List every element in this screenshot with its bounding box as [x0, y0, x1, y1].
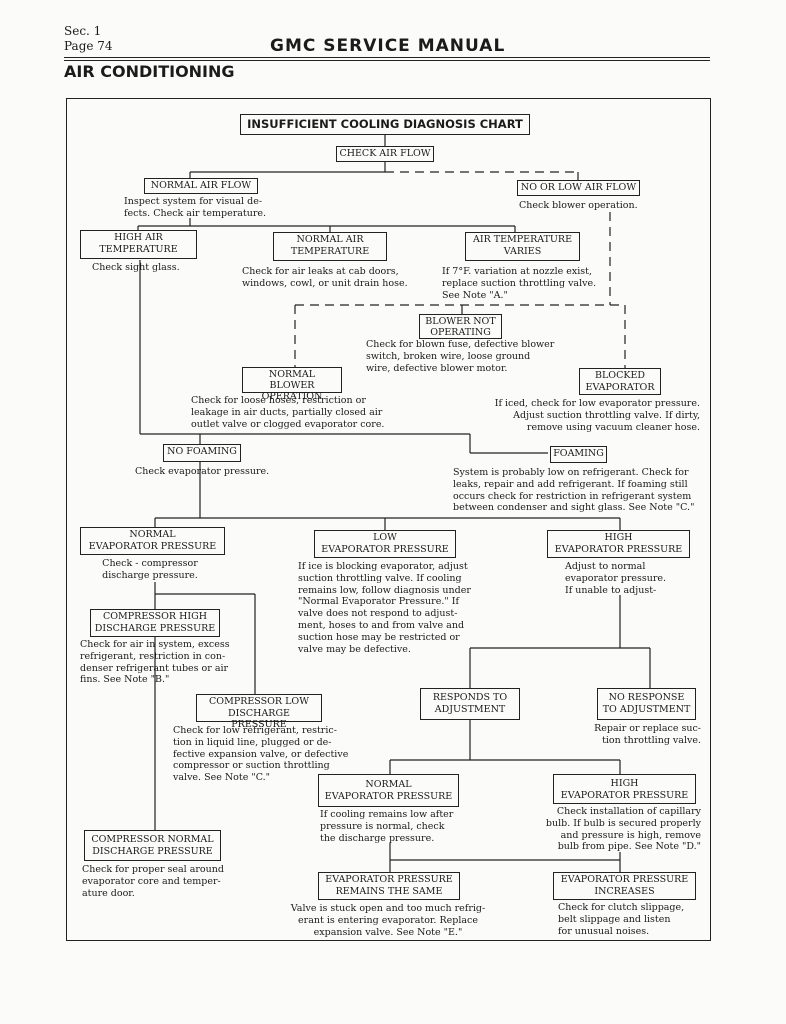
air-temp-varies-box: AIR TEMPERATURE VARIES	[465, 232, 580, 261]
no-response-box: NO RESPONSE TO ADJUSTMENT	[597, 688, 696, 720]
low-evap-note: If ice is blocking evaporator, adjust su…	[298, 561, 471, 655]
high-air-temp-note: Check sight glass.	[92, 262, 180, 273]
comp-high-box: COMPRESSOR HIGH DISCHARGE PRESSURE	[90, 609, 220, 637]
section-title: AIR CONDITIONING	[64, 62, 235, 81]
normal-evap-box: NORMAL EVAPORATOR PRESSURE	[80, 527, 225, 555]
header-rule-bottom	[64, 60, 710, 61]
normal-air-flow-box: NORMAL AIR FLOW	[144, 178, 258, 194]
blower-not-operating-note: Check for blown fuse, defective blower s…	[366, 339, 555, 374]
normal-evap-note: Check - compressor discharge pressure.	[102, 558, 198, 581]
air-temp-varies-note: If 7°F. variation at nozzle exist, repla…	[442, 266, 597, 301]
blocked-evaporator-note: If iced, check for low evaporator pressu…	[494, 398, 700, 433]
manual-title: GMC SERVICE MANUAL	[270, 36, 506, 56]
normal-evap2-note: If cooling remains low after pressure is…	[320, 809, 454, 844]
evap-increases-box: EVAPORATOR PRESSURE INCREASES	[553, 872, 696, 900]
responds-box: RESPONDS TO ADJUSTMENT	[420, 688, 520, 720]
normal-blower-box: NORMAL BLOWER OPERATION	[242, 367, 342, 402]
evap-increases-note: Check for clutch slippage, belt slippage…	[558, 902, 685, 937]
page-number: Page 74	[64, 39, 113, 53]
no-response-note: Repair or replace suc- tion throttling v…	[594, 723, 701, 746]
foaming-note: System is probably low on refrigerant. C…	[453, 467, 695, 514]
comp-normal-box: COMPRESSOR NORMAL DISCHARGE PRESSURE	[84, 830, 221, 861]
normal-air-temp-note: Check for air leaks at cab doors, window…	[242, 266, 408, 289]
chart-frame	[66, 98, 711, 941]
no-low-air-flow-note: Check blower operation.	[519, 200, 638, 211]
header-rule-top	[64, 57, 710, 58]
high-air-temp-box: HIGH AIR TEMPERATURE	[80, 230, 197, 259]
no-low-air-flow-box: NO OR LOW AIR FLOW	[517, 180, 640, 196]
check-air-flow-box: CHECK AIR FLOW	[336, 146, 434, 162]
foaming-box: FOAMING	[550, 446, 607, 463]
section-page-ref: Sec. 1 Page 74	[64, 24, 113, 54]
normal-air-flow-note: Inspect system for visual de- fects. Che…	[124, 196, 267, 219]
normal-evap2-box: NORMAL EVAPORATOR PRESSURE	[318, 774, 459, 807]
no-foaming-box: NO FOAMING	[163, 444, 241, 462]
high-evap2-box: HIGH EVAPORATOR PRESSURE	[553, 774, 696, 804]
chart-title: INSUFFICIENT COOLING DIAGNOSIS CHART	[240, 114, 530, 135]
no-foaming-note: Check evaporator pressure.	[135, 466, 270, 477]
section-number: Sec. 1	[64, 24, 102, 38]
comp-high-note: Check for air in system, excess refriger…	[80, 639, 230, 686]
high-evap-note: Adjust to normal evaporator pressure. If…	[565, 561, 667, 596]
blocked-evaporator-box: BLOCKED EVAPORATOR	[579, 368, 661, 395]
high-evap-box: HIGH EVAPORATOR PRESSURE	[547, 530, 690, 558]
normal-blower-note: Check for loose hoses, restriction or le…	[191, 395, 385, 430]
comp-normal-note: Check for proper seal around evaporator …	[82, 864, 224, 899]
evap-same-note: Valve is stuck open and too much refrig-…	[290, 903, 486, 938]
evap-same-box: EVAPORATOR PRESSURE REMAINS THE SAME	[318, 872, 460, 900]
comp-low-note: Check for low refrigerant, restric- tion…	[173, 725, 349, 784]
high-evap2-note: Check installation of capillary bulb. If…	[545, 806, 701, 853]
low-evap-box: LOW EVAPORATOR PRESSURE	[314, 530, 456, 558]
comp-low-box: COMPRESSOR LOW DISCHARGE PRESSURE	[196, 694, 322, 730]
blower-not-operating-box: BLOWER NOT OPERATING	[419, 314, 502, 339]
normal-air-temp-box: NORMAL AIR TEMPERATURE	[273, 232, 387, 261]
